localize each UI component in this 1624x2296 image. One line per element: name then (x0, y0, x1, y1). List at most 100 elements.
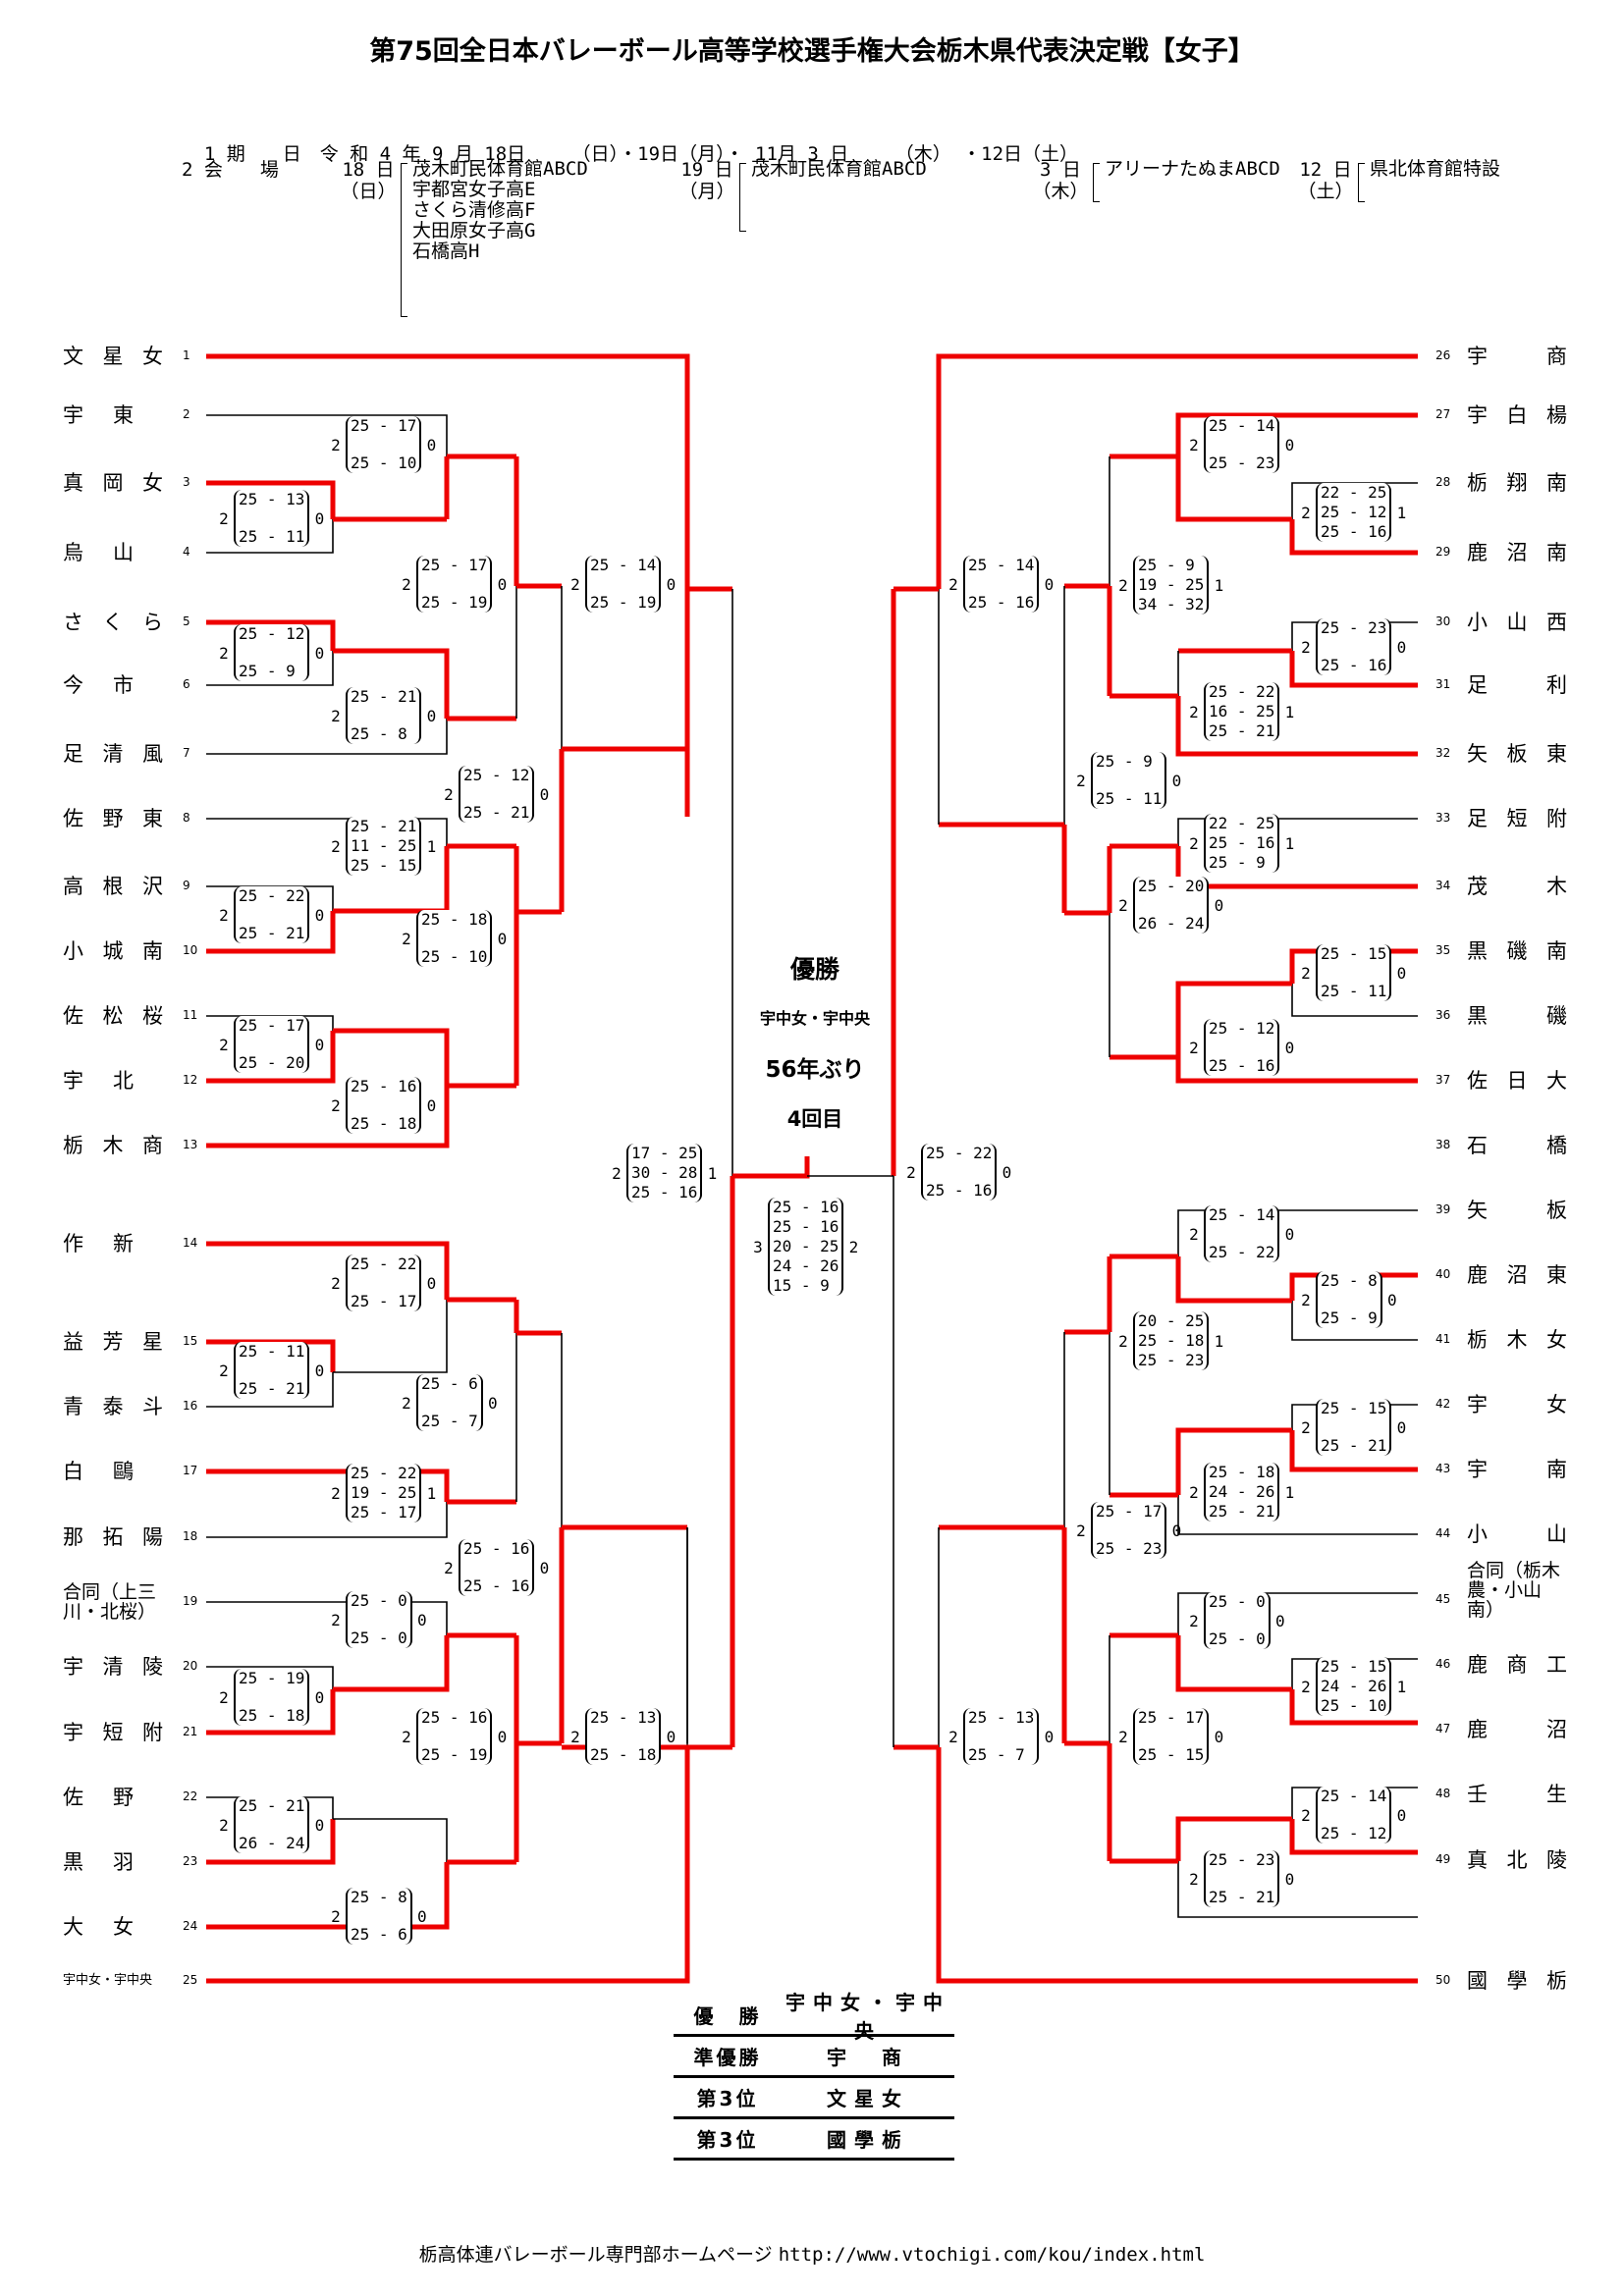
team-char: 星 (102, 345, 124, 368)
team-name: 合同（栃木農・小山南） (1467, 1560, 1561, 1621)
team-name: 石橋 (1467, 1134, 1567, 1157)
sets-lost: 0 (1284, 1038, 1295, 1057)
set-score: 25 - 21 (351, 817, 417, 835)
sets-won: 3 (753, 1237, 763, 1256)
team-seed: 21 (183, 1725, 198, 1738)
team-name: 宇北 (63, 1069, 163, 1093)
team-name: 佐松桜 (63, 1004, 163, 1028)
sets-won: 2 (219, 1035, 229, 1054)
footer-url[interactable]: http://www.vtochigi.com/kou/index.html (778, 2244, 1206, 2266)
set-score: 16 - 25 (1209, 702, 1275, 721)
venue-place: さくら清修高F (412, 199, 536, 221)
sets-won: 2 (1301, 637, 1311, 657)
bracket-line (1177, 1861, 1418, 1918)
venue-places: 県北体育館特設 (1370, 159, 1500, 180)
winner-path (206, 1819, 336, 1865)
team-seed: 7 (183, 746, 190, 760)
set-score: 25 - 11 (1321, 982, 1387, 1000)
sets-lost: 0 (314, 643, 325, 663)
team-name: 小山 (1467, 1522, 1567, 1546)
set-score: 25 - 18 (590, 1745, 657, 1764)
team-char: 橋 (1546, 1134, 1567, 1157)
venue-bracket (739, 163, 746, 232)
team-name: 真北陵 (1467, 1848, 1567, 1872)
set-score: 25 - 19 (421, 593, 488, 612)
set-score: 25 - 17 (351, 1503, 417, 1522)
set-score: 25 - 16 (463, 1539, 530, 1558)
team-name: 益芳星 (63, 1330, 163, 1354)
team-seed: 33 (1435, 811, 1451, 825)
set-score: 25 - 8 (351, 724, 407, 743)
bracket-line (206, 818, 448, 846)
sets-lost: 1 (1284, 702, 1295, 721)
dates-value: 令 和 4 年 9 月 18日 （日）・19日（月）・ 11月 3 日 （木） … (319, 143, 1079, 165)
team-seed: 44 (1435, 1526, 1451, 1540)
team-seed: 40 (1435, 1267, 1451, 1281)
team-char: 白 (1506, 403, 1528, 427)
set-score: 25 - 17 (1138, 1708, 1205, 1727)
team-seed: 15 (183, 1334, 198, 1348)
set-score: 17 - 25 (631, 1144, 698, 1162)
sets-won: 2 (906, 1162, 916, 1182)
set-score: 25 - 21 (1209, 1502, 1275, 1521)
team-char: 宇 (1467, 1458, 1488, 1481)
team-char: 那 (63, 1525, 83, 1549)
sets-won: 2 (1118, 1727, 1128, 1746)
team-seed: 4 (183, 545, 190, 559)
team-char: 南 (1546, 541, 1567, 564)
set-score: 25 - 23 (1209, 1850, 1275, 1869)
team-char: 矢 (1467, 1199, 1488, 1222)
team-char: 佐 (63, 807, 83, 830)
sets-lost: 0 (497, 929, 508, 948)
sets-lost: 0 (539, 1558, 550, 1577)
team-seed: 26 (1435, 348, 1451, 362)
team-seed: 49 (1435, 1852, 1451, 1866)
bracket-line (206, 1372, 334, 1408)
sets-lost: 1 (1214, 1331, 1224, 1351)
sets-won: 2 (1301, 503, 1311, 522)
set-score: 25 - 22 (351, 1255, 417, 1273)
team-name: 足利 (1467, 673, 1567, 697)
set-score: 25 - 9 (1209, 853, 1266, 872)
set-score: 25 - 0 (1209, 1592, 1266, 1611)
team-char: 栃 (63, 1134, 83, 1157)
team-char: 沼 (1506, 541, 1528, 564)
set-score: 25 - 17 (421, 556, 488, 574)
sets-won: 2 (219, 1361, 229, 1380)
team-char: 宇 (1467, 1393, 1488, 1416)
sets-lost: 0 (426, 706, 437, 725)
team-char: 學 (1506, 1969, 1528, 1993)
team-name: 栃木女 (1467, 1328, 1567, 1352)
venue-place: 茂木町民体育館ABCD (751, 158, 927, 180)
set-score: 25 - 12 (1321, 1824, 1387, 1842)
team-char: 鷗 (113, 1460, 134, 1483)
venue-place: 石橋高H (412, 240, 480, 262)
set-score: 25 - 15 (351, 856, 417, 875)
set-score: 25 - 11 (239, 527, 305, 546)
team-seed: 36 (1435, 1008, 1451, 1022)
set-score: 25 - 23 (1138, 1351, 1205, 1369)
team-char: 野 (102, 807, 124, 830)
champion-box: 優勝 宇中女・宇中央 56年ぶり 4回目 (731, 950, 898, 1133)
winner-path (206, 1862, 450, 1930)
champion-team: 宇中女・宇中央 (759, 1009, 870, 1028)
team-char: 星 (142, 1330, 163, 1354)
venue-place: 宇都宮女子高E (412, 179, 536, 200)
team-char: 白 (63, 1460, 83, 1483)
team-seed: 17 (183, 1464, 198, 1477)
team-seed: 11 (183, 1008, 198, 1022)
team-name: 宇清陵 (63, 1655, 163, 1679)
